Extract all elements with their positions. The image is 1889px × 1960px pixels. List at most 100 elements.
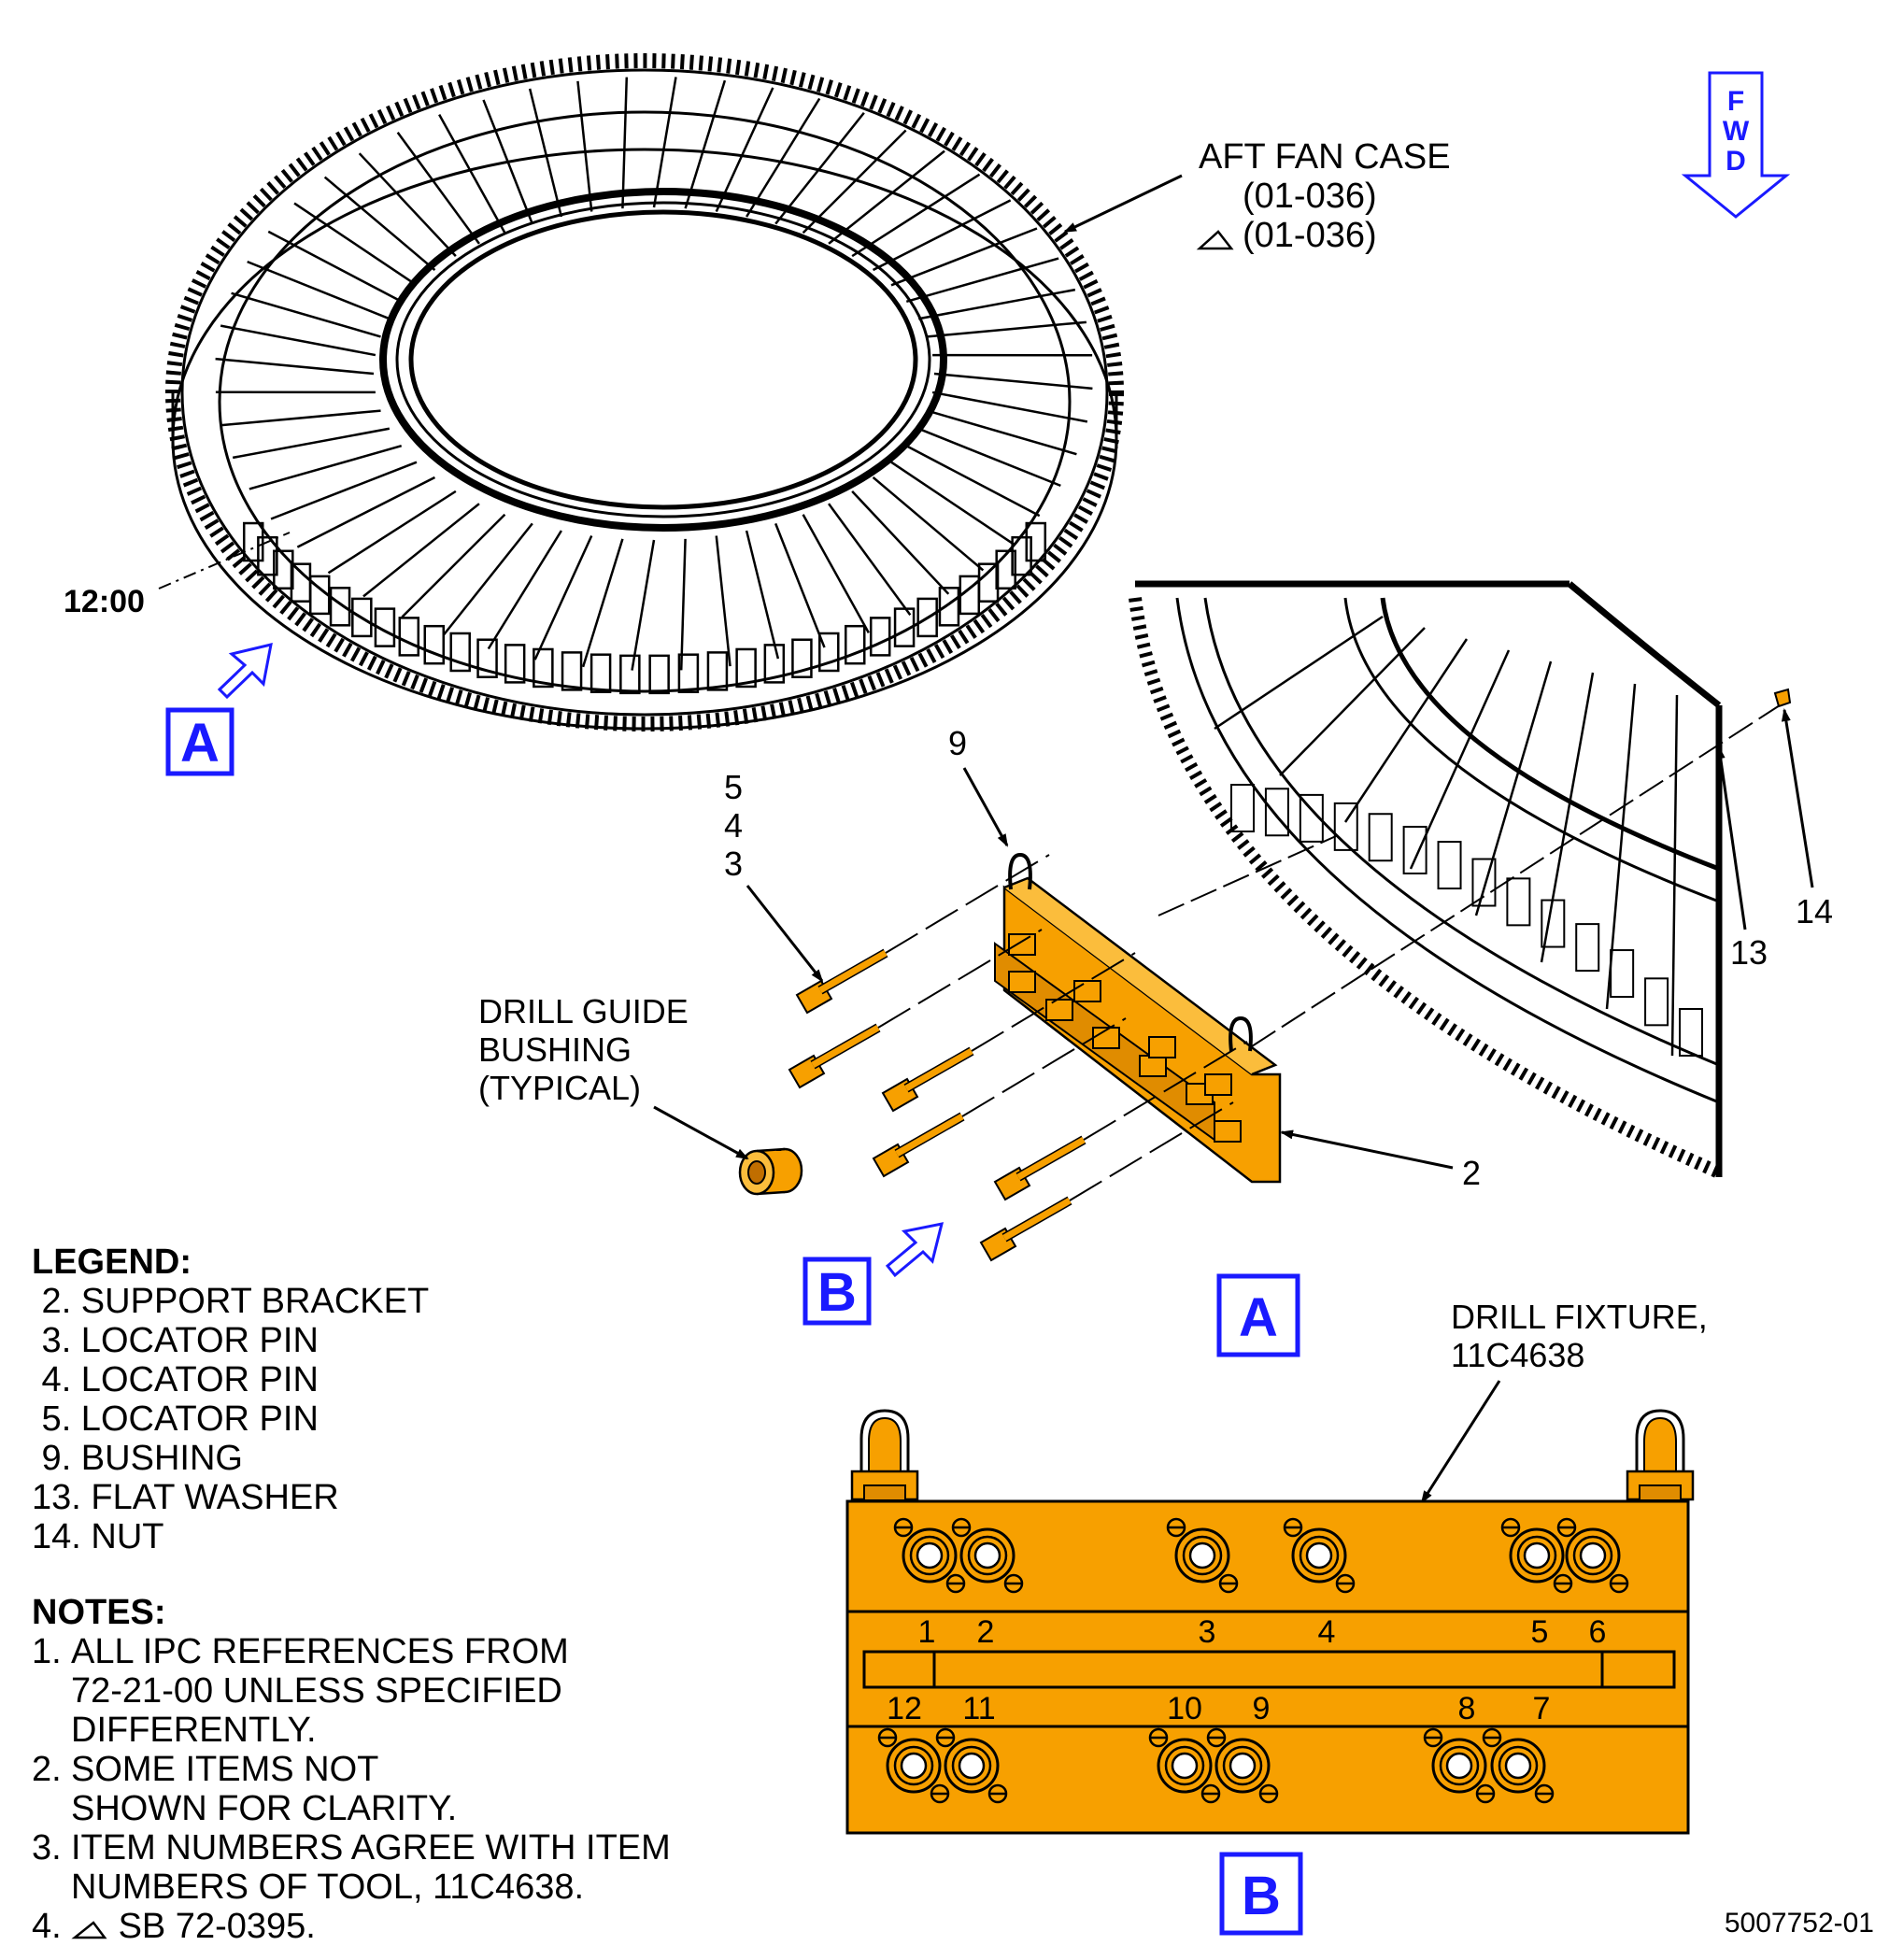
- view-a-title-box: [1216, 1273, 1300, 1357]
- bushing-hole: [1523, 1541, 1551, 1569]
- document-number: 5007752-01: [1724, 1908, 1874, 1939]
- note-number: 3.: [32, 1828, 62, 1868]
- vane: [396, 132, 480, 245]
- panel: [273, 549, 294, 590]
- panel: [677, 653, 700, 693]
- fwd-arrow-icon: F W D: [1681, 71, 1791, 219]
- vane: [443, 522, 533, 636]
- clock-leader: [158, 532, 291, 589]
- view-b-title-letter: B: [1242, 1866, 1281, 1926]
- item-13-callout: 13: [1730, 933, 1768, 972]
- aft-fan-case-drawing: [165, 53, 1124, 731]
- panel: [476, 638, 498, 678]
- fixture-position-number: 6: [1589, 1614, 1607, 1650]
- panel: [449, 632, 471, 673]
- section-panel: [1471, 858, 1497, 907]
- drill-fixture-label-2: 11C4638: [1451, 1336, 1584, 1374]
- note-text: ALL IPC REFERENCES FROM 72-21-00 UNLESS …: [71, 1632, 569, 1750]
- drill-fixture-label-1: DRILL FIXTURE,: [1451, 1298, 1708, 1336]
- legend-item: 13. FLAT WASHER: [32, 1478, 339, 1517]
- panel: [398, 617, 420, 657]
- vane: [621, 77, 629, 209]
- vane: [293, 202, 418, 287]
- legend-item: 4. LOCATOR PIN: [32, 1360, 319, 1399]
- legend-item: 2. SUPPORT BRACKET: [32, 1282, 430, 1321]
- vane: [528, 88, 563, 218]
- section-panel: [1541, 899, 1566, 948]
- pin-shank-fill: [904, 1047, 973, 1092]
- bushing-hole: [973, 1541, 1001, 1569]
- view-b-title-box: [1219, 1852, 1303, 1936]
- section-panel: [1575, 923, 1600, 973]
- section-panel: [1299, 793, 1324, 843]
- section-panel: [1506, 877, 1531, 927]
- section-panel: [1333, 802, 1358, 851]
- panel: [893, 607, 916, 647]
- panel: [589, 653, 612, 693]
- panel: [423, 624, 446, 665]
- vane: [872, 476, 985, 572]
- vane: [917, 427, 1061, 488]
- note-item: 4. SB 72-0395.: [32, 1907, 742, 1946]
- panel: [257, 535, 278, 576]
- sb-flag-icon: [71, 1921, 107, 1939]
- assembly-centerline: [1251, 704, 1781, 1047]
- assembly-centerline-2: [1158, 835, 1337, 916]
- vane: [215, 357, 375, 376]
- note-number: 4.: [32, 1907, 62, 1946]
- panel: [329, 587, 351, 627]
- vane: [296, 476, 436, 548]
- pin-centerline: [971, 952, 1136, 1052]
- vane: [931, 391, 1088, 423]
- panel: [374, 607, 396, 647]
- panel: [1025, 521, 1047, 562]
- fixture-lug: [1008, 933, 1036, 956]
- drill-guide-label-1: DRILL GUIDE: [478, 992, 689, 1030]
- pin-shank-fill: [1002, 1197, 1072, 1242]
- fixture-position-number: 4: [1318, 1614, 1336, 1650]
- vane: [927, 320, 1087, 338]
- view-a-arrow-icon: [217, 643, 273, 700]
- bushing-hole: [1188, 1541, 1216, 1569]
- note-text: SB 72-0395.: [71, 1907, 316, 1946]
- drill-guide-leader: [653, 1105, 749, 1160]
- note-text: SOME ITEMS NOT SHOWN FOR CLARITY.: [71, 1750, 458, 1828]
- fwd-letter-w: W: [1723, 116, 1750, 147]
- vane: [581, 538, 624, 668]
- fixture-position-number: 7: [1533, 1691, 1551, 1726]
- item-2-leader: [1280, 1129, 1454, 1170]
- vane: [890, 461, 1015, 546]
- vane: [774, 111, 865, 225]
- vane: [828, 503, 912, 616]
- vane: [323, 176, 436, 271]
- vane: [631, 539, 656, 671]
- notes-title: NOTES:: [32, 1593, 166, 1632]
- fixture-lug: [1073, 980, 1101, 1002]
- vane: [745, 530, 780, 660]
- section-vane: [1474, 660, 1553, 916]
- vane: [890, 227, 1038, 287]
- vane: [851, 173, 981, 258]
- aft-fan-case-leader: [1063, 174, 1183, 234]
- section-panel: [1402, 825, 1427, 874]
- fixture-position-number: 8: [1458, 1691, 1476, 1726]
- vane: [247, 260, 391, 320]
- vane: [652, 77, 677, 208]
- panel: [561, 651, 583, 691]
- item-9-callout: 9: [948, 724, 967, 762]
- note-item: 1. ALL IPC REFERENCES FROM 72-21-00 UNLE…: [32, 1632, 742, 1750]
- fwd-letter-d: D: [1726, 146, 1746, 177]
- fixture-lug: [1214, 1120, 1242, 1143]
- item-14-callout: 14: [1796, 892, 1833, 930]
- panel: [242, 521, 264, 562]
- pin-shank-fill: [811, 1024, 880, 1069]
- panel: [818, 632, 840, 673]
- item-14-leader: [1781, 708, 1814, 888]
- item-13-leader: [1715, 746, 1747, 930]
- panel: [308, 575, 331, 616]
- vane: [221, 409, 381, 427]
- fixture-lug: [1148, 1036, 1176, 1058]
- vane: [679, 538, 687, 671]
- view-b-letter: B: [817, 1262, 857, 1323]
- vane: [851, 490, 950, 595]
